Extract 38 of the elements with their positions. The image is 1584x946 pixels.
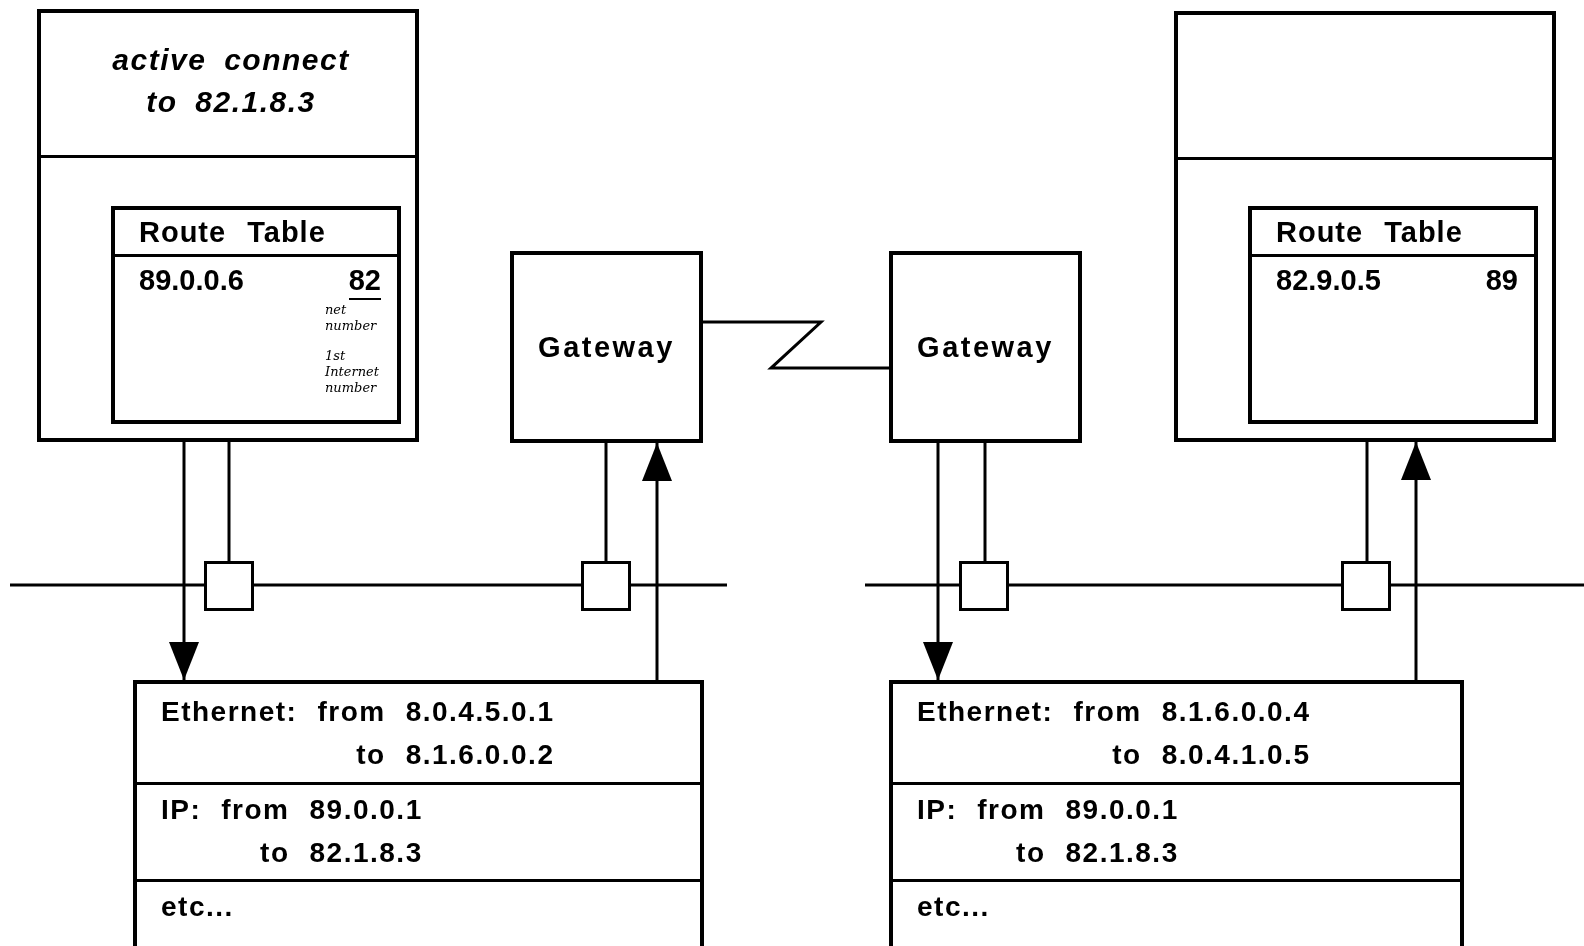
table-cell-text: 89.0.0.6 [139, 263, 244, 298]
gateway-label: Gateway [538, 330, 675, 364]
packet-box [889, 680, 1464, 946]
route-table-box [1248, 206, 1538, 424]
tap-box [959, 561, 1009, 611]
packet-note: etc... [917, 890, 990, 924]
host-box [1174, 11, 1556, 442]
host-caption: active connect to 82.1.8.3 [111, 42, 351, 120]
host-box [37, 9, 419, 442]
gateway-box [510, 251, 703, 443]
packet-field-text: IP: from 89.0.0.1 to 82.1.8.3 [917, 793, 1179, 870]
table-header: Route Table [139, 215, 326, 250]
gateway-label: Gateway [917, 330, 1054, 364]
arrow [642, 443, 672, 680]
table-cell-text: 82.9.0.5 [1276, 263, 1381, 298]
packet-note: etc... [161, 890, 234, 924]
connector-line [983, 443, 987, 561]
arrow [169, 442, 199, 680]
handwritten-note: net number [325, 302, 378, 334]
connector-line [1365, 442, 1369, 561]
packet-field-text: IP: from 89.0.0.1 to 82.1.8.3 [161, 793, 423, 870]
route-table-box [111, 206, 401, 424]
connector-line [604, 443, 608, 561]
tap-box [1341, 561, 1391, 611]
arrow [1401, 442, 1431, 680]
packet-field-text: Ethernet: from 8.1.6.0.0.4 to 8.0.4.1.0.5 [917, 695, 1311, 772]
table-header: Route Table [1276, 215, 1463, 250]
connector-line [227, 442, 231, 561]
table-cell-text: 89 [1485, 263, 1518, 298]
packet-field-text: Ethernet: from 8.0.4.5.0.1 to 8.1.6.0.0.2 [161, 695, 555, 772]
handwritten-note: 1st Internet number [325, 348, 380, 396]
connector-line [703, 320, 889, 370]
arrow [923, 443, 953, 680]
gateway-box [889, 251, 1082, 443]
table-cell: 82 [348, 262, 381, 300]
packet-box [133, 680, 704, 946]
tap-box [581, 561, 631, 611]
tap-box [204, 561, 254, 611]
